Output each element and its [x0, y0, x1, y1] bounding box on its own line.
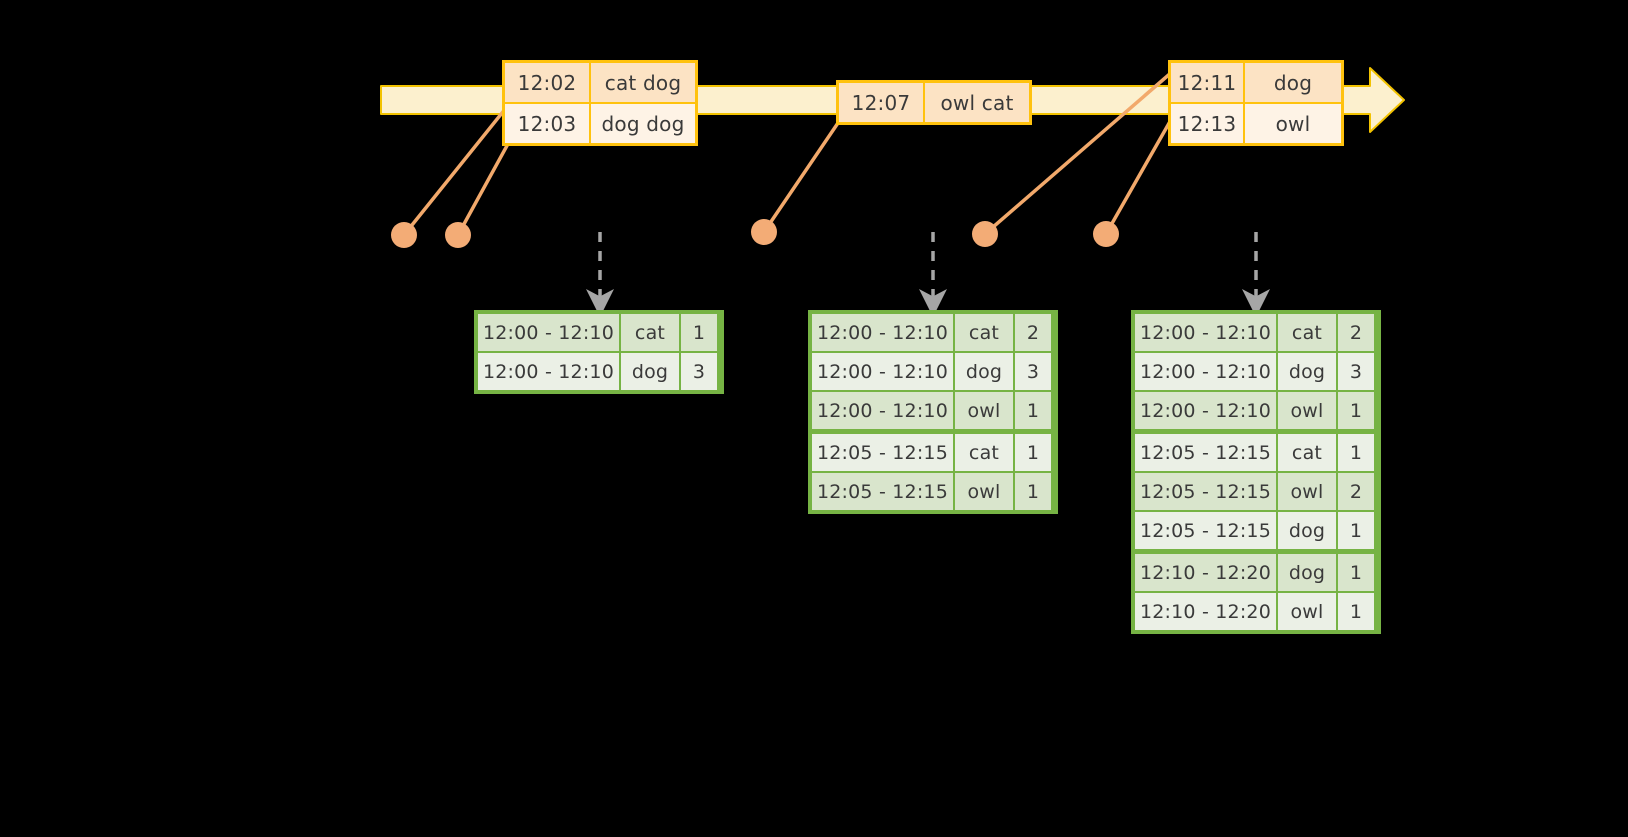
window-cell: 12:05 - 12:15: [812, 473, 953, 510]
window-cell: 12:00 - 12:10: [1135, 392, 1276, 429]
event-time: 12:03: [505, 104, 589, 143]
connector-dot-1: [391, 222, 417, 248]
event-payload: cat dog: [589, 63, 695, 102]
key-cell: owl: [1278, 473, 1336, 510]
event-row[interactable]: 12:02 cat dog: [505, 63, 695, 102]
key-cell: cat: [1278, 434, 1336, 471]
count-cell: 1: [1338, 512, 1374, 549]
window-cell: 12:00 - 12:10: [812, 392, 953, 429]
emit-arrows: [586, 232, 1270, 317]
event-row[interactable]: 12:13 owl: [1171, 102, 1341, 143]
event-box-3[interactable]: 12:11 dog 12:13 owl: [1168, 60, 1344, 146]
window-cell: 12:10 - 12:20: [1135, 554, 1276, 591]
window-cell: 12:00 - 12:10: [812, 314, 953, 351]
event-box-2[interactable]: 12:07 owl cat: [836, 80, 1032, 125]
event-row[interactable]: 12:11 dog: [1171, 63, 1341, 102]
key-cell: owl: [1278, 593, 1336, 630]
key-cell: owl: [955, 392, 1013, 429]
count-cell: 2: [1015, 314, 1051, 351]
connector-line-1: [402, 106, 508, 237]
event-payload: dog dog: [589, 104, 695, 143]
key-cell: dog: [1278, 554, 1336, 591]
count-cell: 1: [1015, 434, 1051, 471]
window-cell: 12:00 - 12:10: [1135, 314, 1276, 351]
connector-dots: [391, 219, 1119, 248]
event-time: 12:02: [505, 63, 589, 102]
window-cell: 12:00 - 12:10: [478, 353, 619, 390]
count-cell: 1: [1338, 392, 1374, 429]
window-cell: 12:05 - 12:15: [1135, 434, 1276, 471]
window-cell: 12:05 - 12:15: [812, 434, 953, 471]
count-cell: 1: [1015, 392, 1051, 429]
count-cell: 3: [1338, 353, 1374, 390]
connector-dot-3: [751, 219, 777, 245]
key-cell: cat: [955, 434, 1013, 471]
connector-line-3: [762, 118, 842, 234]
window-cell: 12:00 - 12:10: [478, 314, 619, 351]
key-cell: dog: [1278, 353, 1336, 390]
event-row[interactable]: 12:07 owl cat: [839, 83, 1029, 122]
count-cell: 1: [1338, 554, 1374, 591]
key-cell: cat: [1278, 314, 1336, 351]
window-cell: 12:10 - 12:20: [1135, 593, 1276, 630]
count-cell: 1: [1338, 434, 1374, 471]
event-payload: dog: [1243, 63, 1341, 102]
connector-dot-2: [445, 222, 471, 248]
event-time: 12:13: [1171, 104, 1243, 143]
event-time: 12:11: [1171, 63, 1243, 102]
key-cell: cat: [621, 314, 679, 351]
count-cell: 1: [1015, 473, 1051, 510]
count-cell: 1: [681, 314, 717, 351]
key-cell: dog: [1278, 512, 1336, 549]
key-cell: dog: [955, 353, 1013, 390]
connector-dot-4: [972, 221, 998, 247]
count-cell: 3: [1015, 353, 1051, 390]
count-cell: 2: [1338, 473, 1374, 510]
connector-dot-5: [1093, 221, 1119, 247]
key-cell: dog: [621, 353, 679, 390]
count-cell: 1: [1338, 593, 1374, 630]
window-cell: 12:00 - 12:10: [812, 353, 953, 390]
key-cell: owl: [1278, 392, 1336, 429]
window-cell: 12:05 - 12:15: [1135, 473, 1276, 510]
event-payload: owl: [1243, 104, 1341, 143]
count-cell: 3: [681, 353, 717, 390]
count-cell: 2: [1338, 314, 1374, 351]
key-cell: owl: [955, 473, 1013, 510]
event-box-1[interactable]: 12:02 cat dog 12:03 dog dog: [502, 60, 698, 146]
event-row[interactable]: 12:03 dog dog: [505, 102, 695, 143]
connector-line-5: [1104, 116, 1174, 236]
window-cell: 12:05 - 12:15: [1135, 512, 1276, 549]
key-cell: cat: [955, 314, 1013, 351]
event-payload: owl cat: [923, 83, 1029, 122]
window-cell: 12:00 - 12:10: [1135, 353, 1276, 390]
event-time: 12:07: [839, 83, 923, 122]
